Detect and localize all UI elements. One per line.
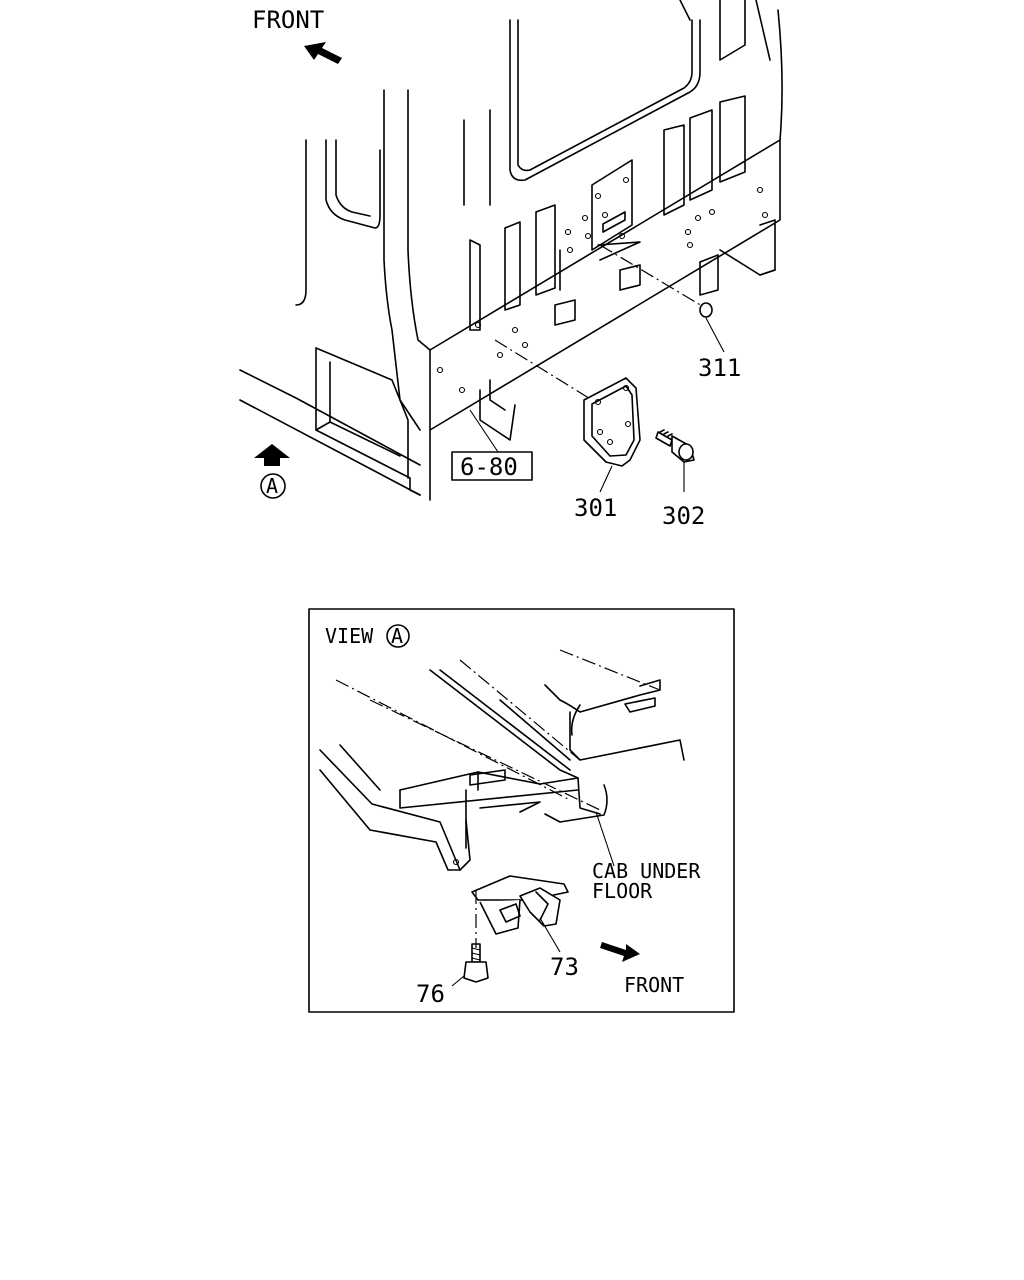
view-a-inset: VIEW A <box>308 608 735 1013</box>
view-a-title: VIEW <box>325 624 374 648</box>
cab-label-line1: CAB UNDER <box>592 859 701 883</box>
front-arrow-icon <box>304 42 342 64</box>
front-label: FRONT <box>252 6 324 34</box>
view-marker-top: A <box>266 474 278 498</box>
inset-frame <box>308 608 735 1013</box>
ring-311 <box>699 302 713 318</box>
cab-label-line2: FLOOR <box>592 879 653 903</box>
callout-76: 76 <box>416 980 445 1008</box>
callout-73: 73 <box>550 953 579 981</box>
inset-front-label: FRONT <box>624 973 684 997</box>
bolt-76 <box>463 943 489 983</box>
view-a-marker-circle <box>386 624 410 648</box>
step-recess <box>315 347 421 496</box>
bracket-73 <box>471 875 569 935</box>
view-a-marker: A <box>391 624 403 648</box>
reference-box <box>451 451 533 481</box>
cab-rear-illustration: FRONT <box>239 0 783 530</box>
bolt-302 <box>655 429 695 463</box>
floor-crossmember <box>429 139 781 501</box>
view-marker-circle <box>260 473 286 499</box>
callout-311: 311 <box>698 354 741 382</box>
callout-302: 302 <box>662 502 705 530</box>
bracket-301 <box>583 377 641 467</box>
view-a-arrow-icon <box>254 444 290 466</box>
callout-301: 301 <box>574 494 617 522</box>
inset-front-arrow-icon <box>600 942 640 962</box>
callout-6-80: 6-80 <box>460 453 518 481</box>
